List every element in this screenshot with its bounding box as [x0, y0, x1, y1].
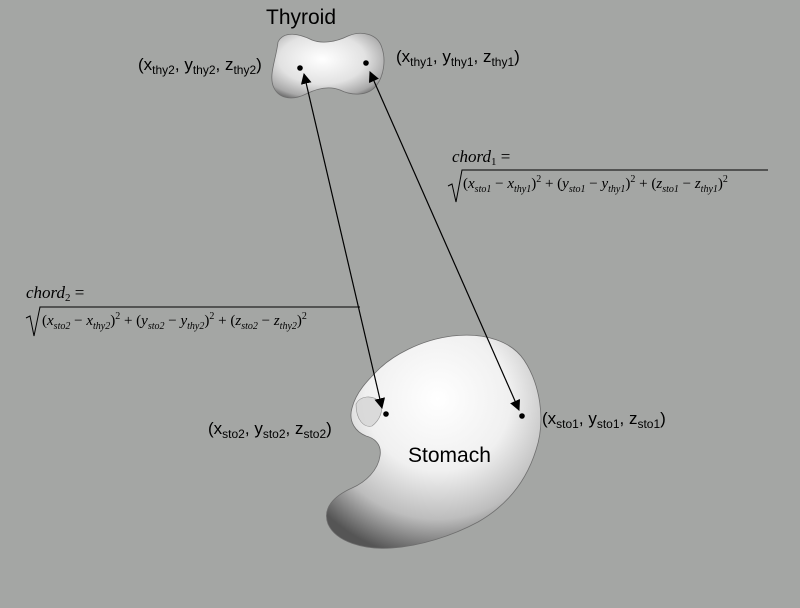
coord-label-thy1: (xthy1, ythy1, zthy1) — [396, 47, 520, 69]
coord-label-thy2: (xthy2, ythy2, zthy2) — [138, 55, 262, 77]
point-sto1 — [519, 413, 525, 419]
point-sto2 — [383, 411, 389, 417]
point-thy2 — [297, 65, 303, 71]
chord2-line — [300, 72, 386, 410]
thyroid-shape — [271, 32, 385, 99]
stomach-shape — [326, 334, 542, 549]
chord1-formula: (xsto1 − xthy1)2 + (ysto1 − ythy1)2 + (z… — [463, 174, 728, 195]
coord-label-sto2: (xsto2, ysto2, zsto2) — [208, 419, 332, 441]
chord2-heading: chord2 = — [26, 283, 85, 304]
stomach-label: Stomach — [408, 444, 491, 467]
chord2-formula: (xsto2 − xthy2)2 + (ysto2 − ythy2)2 + (z… — [42, 311, 307, 332]
thyroid-label: Thyroid — [266, 6, 337, 29]
sqrt-sign-chord1 — [447, 169, 768, 203]
chord1-heading: chord1 = — [452, 147, 511, 168]
sqrt-sign-chord2 — [25, 306, 360, 337]
chord1-line — [368, 71, 521, 411]
point-thy1 — [363, 60, 369, 66]
coord-label-sto1: (xsto1, ysto1, zsto1) — [542, 409, 666, 431]
